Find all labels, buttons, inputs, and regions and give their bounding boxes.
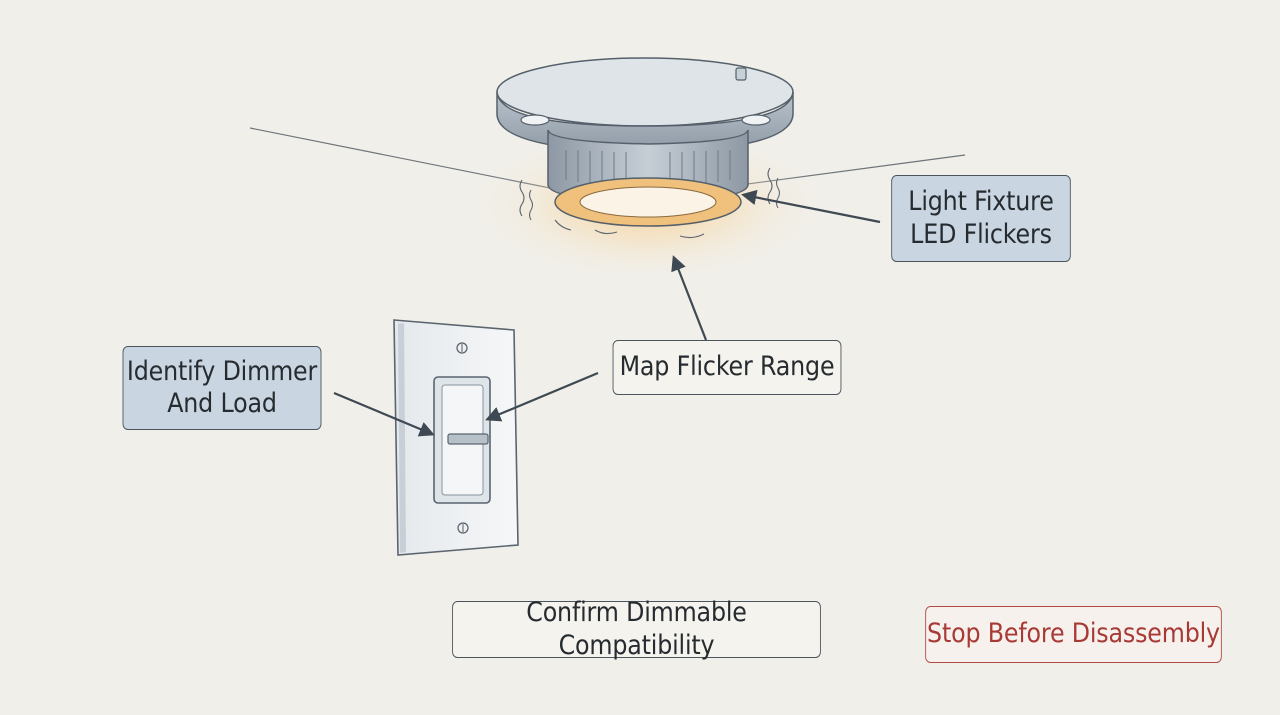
ceiling-light-fixture-icon (496, 57, 794, 227)
map-flicker-label: Map Flicker Range (612, 340, 842, 395)
stop-before-disassembly-label: Stop Before Disassembly (925, 606, 1222, 663)
confirm-dimmable-label: Confirm Dimmable Compatibility (452, 597, 821, 661)
arrow-fixture (740, 189, 881, 224)
arrow-identify-to-switch (333, 391, 435, 437)
light-fixture-label: Light Fixture LED Flickers (891, 175, 1071, 262)
dimmer-switch-plate-icon (393, 319, 519, 556)
arrow-map-flicker (671, 255, 708, 341)
arrows (333, 189, 881, 437)
arrow-map-to-switch (485, 371, 599, 422)
identify-dimmer-label: Identify Dimmer And Load (122, 346, 322, 430)
flicker-marks (519, 167, 781, 239)
